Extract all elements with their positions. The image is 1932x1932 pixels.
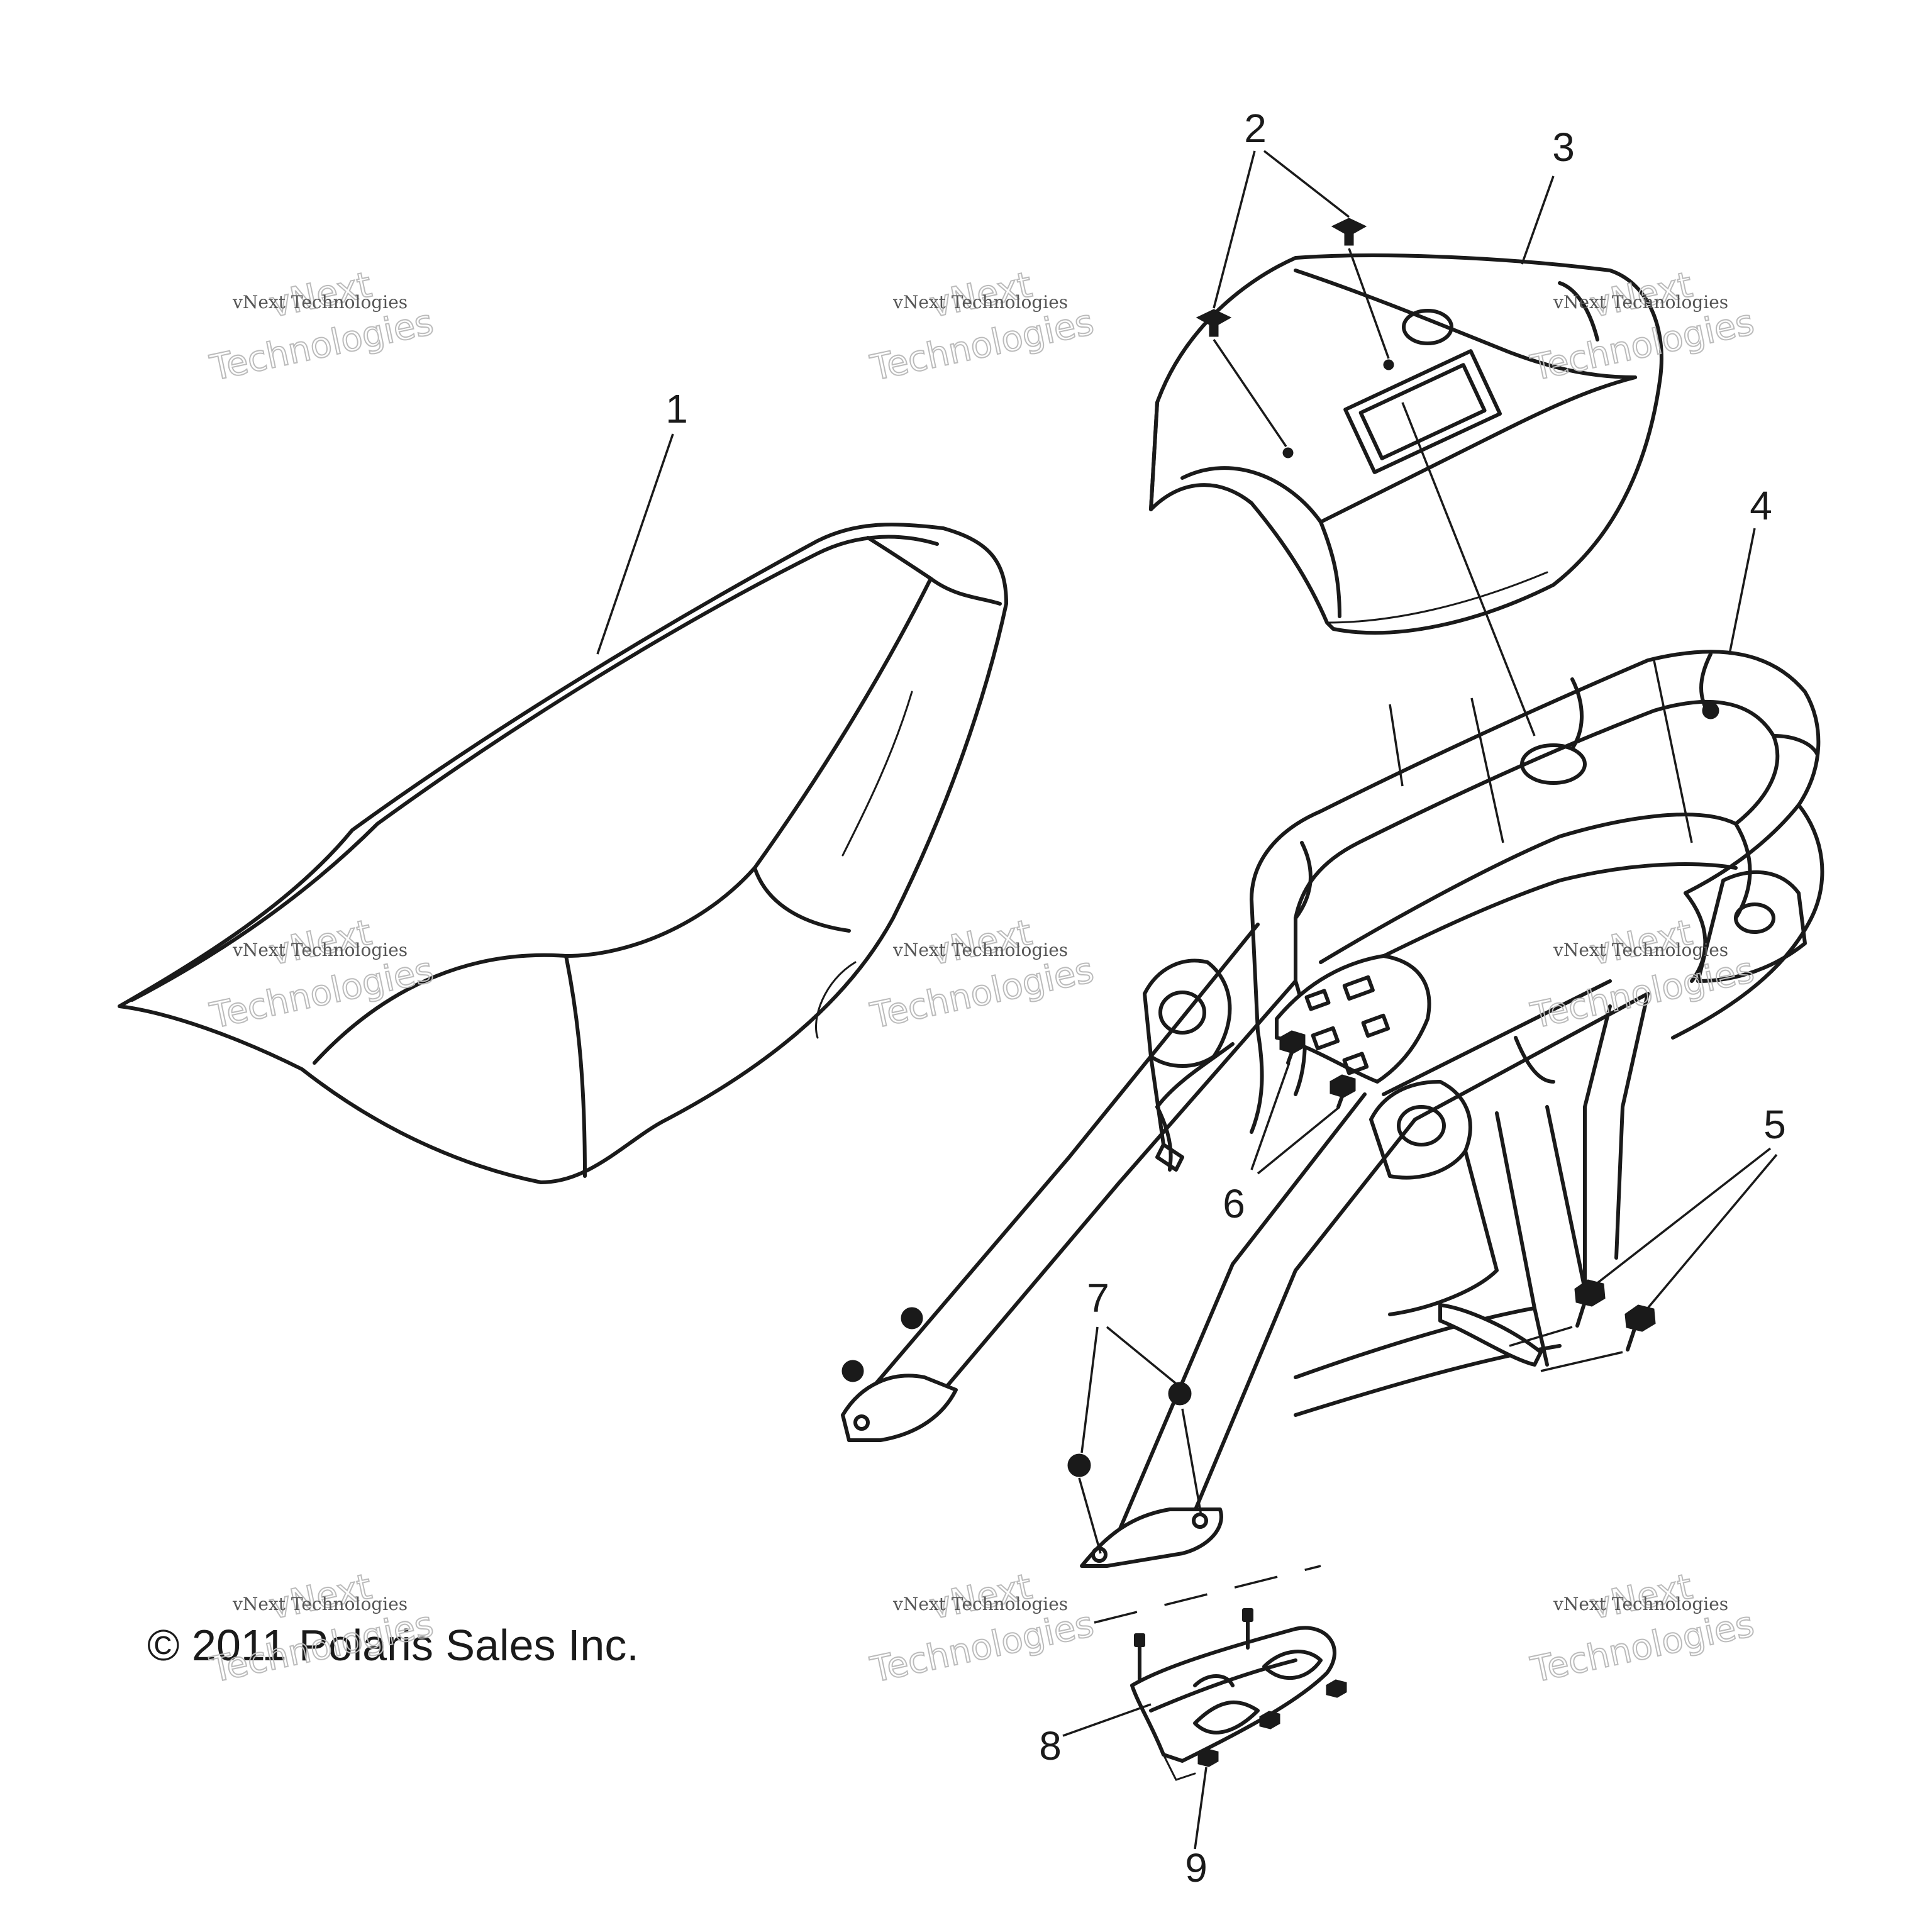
assembly-line bbox=[1470, 697, 1504, 843]
leader-4 bbox=[1728, 528, 1756, 655]
leader-2d bbox=[1348, 248, 1390, 359]
assembly-line bbox=[1401, 402, 1536, 736]
watermark: vNext vNext Technologies Technologies bbox=[1526, 1565, 1758, 1691]
watermark: vNext vNext Technologies Technologies bbox=[866, 1565, 1097, 1691]
rivet-icon[interactable] bbox=[1331, 218, 1367, 246]
watermark: vNext vNext Technologies Technologies bbox=[866, 911, 1097, 1037]
screw-icon[interactable] bbox=[1279, 1030, 1306, 1065]
rear-subframe-part[interactable] bbox=[841, 650, 1824, 1568]
callout-1: 1 bbox=[665, 386, 688, 431]
rivet-icon[interactable] bbox=[1196, 309, 1232, 337]
leader-2a bbox=[1213, 150, 1256, 309]
callout-9: 9 bbox=[1185, 1845, 1208, 1890]
nut-icon[interactable] bbox=[1168, 1382, 1192, 1406]
mount-bracket-part[interactable] bbox=[1130, 1608, 1336, 1781]
callout-2: 2 bbox=[1244, 106, 1267, 151]
leader-5c bbox=[1509, 1326, 1573, 1347]
screw-icon[interactable] bbox=[1197, 1748, 1219, 1767]
leader-5d bbox=[1540, 1351, 1623, 1372]
leader-7d bbox=[1181, 1408, 1202, 1516]
leader-9 bbox=[1194, 1767, 1208, 1850]
svg-text:vNext Technologies: vNext Technologies bbox=[892, 1594, 1068, 1614]
leader-7b bbox=[1106, 1326, 1177, 1385]
leader-7c bbox=[1078, 1477, 1102, 1554]
tray-hole-icon bbox=[1282, 447, 1294, 458]
copyright-text: © 2011 Polaris Sales Inc. bbox=[147, 1621, 639, 1670]
svg-text:vNext Technologies: vNext Technologies bbox=[1553, 292, 1728, 313]
nut-icon[interactable] bbox=[841, 1360, 864, 1382]
leader-2b bbox=[1263, 150, 1350, 218]
svg-text:vNext Technologies: vNext Technologies bbox=[1553, 1594, 1728, 1614]
callout-7: 7 bbox=[1087, 1275, 1109, 1321]
screw-icon[interactable] bbox=[1330, 1074, 1356, 1109]
storage-tray-part[interactable] bbox=[1149, 253, 1663, 635]
bolt-icon[interactable] bbox=[1574, 1279, 1606, 1328]
leader-3 bbox=[1521, 175, 1555, 265]
svg-text:vNext Technologies: vNext Technologies bbox=[1553, 940, 1728, 960]
assembly-line bbox=[1653, 660, 1693, 843]
nut-icon[interactable] bbox=[1067, 1453, 1091, 1477]
callout-4: 4 bbox=[1750, 483, 1772, 528]
nut-icon[interactable] bbox=[901, 1307, 923, 1330]
callout-6: 6 bbox=[1223, 1181, 1245, 1226]
tray-hole-icon bbox=[1383, 359, 1394, 370]
leader-6a bbox=[1250, 1062, 1291, 1170]
screw-icon[interactable] bbox=[1259, 1711, 1280, 1729]
watermark: vNext vNext Technologies Technologies bbox=[866, 264, 1097, 389]
screw-icon[interactable] bbox=[1326, 1679, 1347, 1698]
watermark: vNext vNext Technologies Technologies bbox=[206, 264, 437, 389]
seat-part[interactable] bbox=[118, 523, 1008, 1184]
svg-text:vNext Technologies: vNext Technologies bbox=[232, 1594, 408, 1614]
svg-text:vNext Technologies: vNext Technologies bbox=[892, 292, 1068, 313]
leader-2c bbox=[1213, 339, 1287, 447]
nut-icon bbox=[1702, 702, 1719, 719]
leader-7a bbox=[1080, 1326, 1099, 1453]
assembly-line bbox=[1094, 1565, 1321, 1624]
leader-6b bbox=[1257, 1106, 1341, 1175]
svg-text:vNext Technologies: vNext Technologies bbox=[232, 292, 408, 313]
bolt-icon[interactable] bbox=[1624, 1304, 1656, 1352]
leader-1 bbox=[596, 433, 674, 655]
leader-5b bbox=[1646, 1153, 1778, 1309]
callout-8: 8 bbox=[1039, 1723, 1062, 1768]
leader-8 bbox=[1062, 1703, 1152, 1737]
callout-5: 5 bbox=[1763, 1102, 1786, 1147]
callout-3: 3 bbox=[1552, 125, 1575, 170]
svg-text:vNext Technologies: vNext Technologies bbox=[892, 940, 1068, 960]
leader-5a bbox=[1596, 1147, 1772, 1284]
svg-text:vNext Technologies: vNext Technologies bbox=[232, 940, 408, 960]
